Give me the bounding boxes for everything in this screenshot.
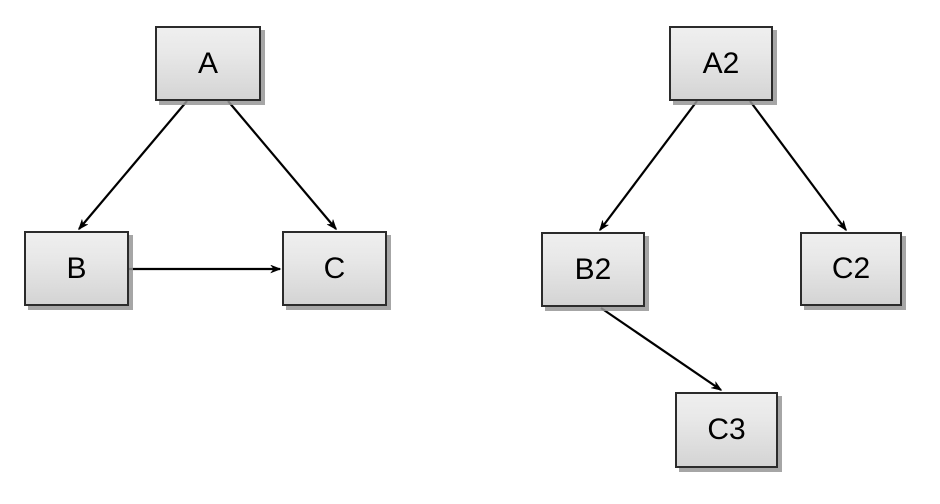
edge-a-to-b: [79, 100, 188, 229]
node-b2[interactable]: B2: [541, 232, 645, 307]
node-b2-label: B2: [574, 252, 612, 286]
node-a-label: A: [197, 46, 218, 80]
node-c2-label: C2: [831, 252, 871, 285]
edge-a-to-c: [227, 100, 336, 229]
node-b[interactable]: B: [24, 231, 129, 306]
node-a2-label: A2: [702, 46, 740, 80]
node-a2[interactable]: A2: [669, 26, 773, 101]
node-c3[interactable]: C3: [675, 392, 778, 468]
edge-b2-to-c3: [600, 307, 721, 391]
node-a[interactable]: A: [155, 26, 261, 101]
node-c2[interactable]: C2: [800, 232, 902, 306]
edge-a2-to-b2: [599, 100, 698, 230]
node-c-label: C: [323, 251, 346, 285]
node-b-label: B: [66, 251, 87, 285]
node-c3-label: C3: [707, 413, 746, 446]
edge-a2-to-c2: [749, 100, 847, 230]
node-c[interactable]: C: [282, 231, 387, 306]
